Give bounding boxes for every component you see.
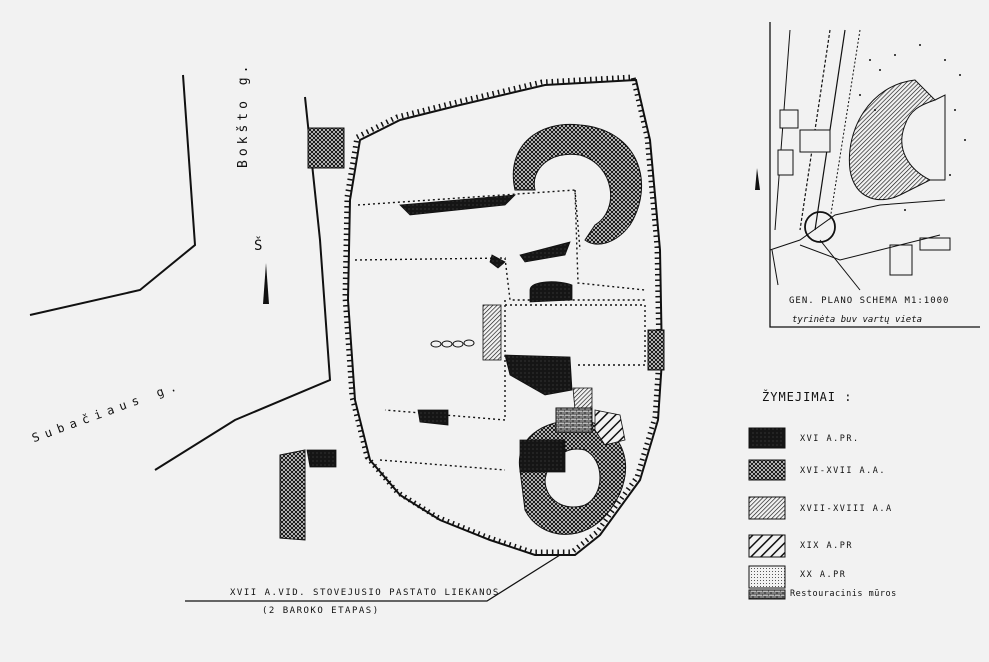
legend-item-label: XVII-XVIII A.A: [800, 504, 893, 514]
caption-line-1: XVII A.VID. STOVEJUSIO PASTATO LIEKANOS: [230, 588, 500, 598]
legend-item-label: XVI A.PR.: [800, 434, 860, 444]
street-lines: [29, 74, 332, 471]
plot-boundary: [342, 74, 664, 556]
xvii-xviii-century-remains: [482, 304, 593, 411]
legend-item-label: XVI-XVII A.A.: [800, 466, 887, 476]
caption-leader: [185, 554, 561, 602]
north-arrow: [263, 263, 269, 304]
north-label: Š: [254, 238, 263, 254]
inset-note: tyrinėta buv vartų vieta: [792, 315, 923, 325]
xvi-century-remains: [306, 194, 573, 473]
caption-line-2: (2 BAROKO ETAPAS): [262, 606, 380, 616]
xix-century-remains: [594, 409, 626, 446]
inset-amphitheatre: [848, 79, 946, 201]
street-label-boksto: Bokšto g.: [236, 61, 251, 168]
foundations-arcs: [512, 123, 643, 535]
legend-item-label: XX A.PR: [800, 570, 847, 580]
legend-item-label: XIX A.PR: [800, 541, 853, 551]
restoration-wall: [555, 407, 593, 433]
xvi-xvii-century-remains: [279, 127, 665, 541]
legend-title: ŽYMEJIMAI :: [762, 390, 853, 404]
legend-swatches: [748, 427, 786, 600]
stone-row: [430, 339, 475, 348]
legend-item-label: Restouracinis mūros: [790, 589, 897, 599]
inset-title: GEN. PLANO SCHEMA M1:1000: [789, 296, 950, 306]
inset-map: [755, 22, 980, 328]
